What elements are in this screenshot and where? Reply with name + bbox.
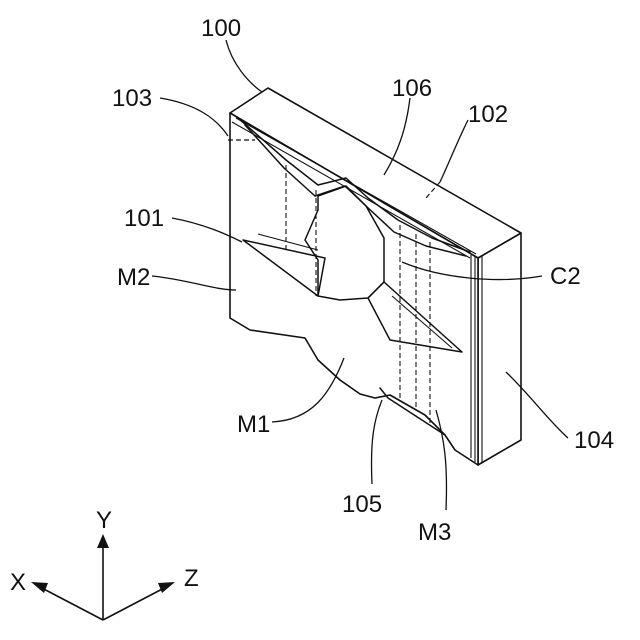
axis-y-arrowhead [97,534,109,548]
label-101: 101 [124,205,164,232]
axis-z-arrowhead [158,582,175,593]
label-c2: C2 [550,263,581,290]
label-104: 104 [574,427,614,454]
device-drawing [230,88,521,465]
leader-105 [371,400,382,484]
label-102: 102 [468,101,508,128]
label-m3: M3 [418,519,451,546]
label-100: 100 [201,15,241,42]
leader-103 [160,98,228,136]
leader-100 [226,40,262,92]
side-face-104 [478,233,521,465]
axis-x-line [38,586,103,620]
axis-z-line [103,586,168,620]
label-105: 105 [342,491,382,518]
axis-z-label: Z [184,565,199,592]
axis-x-arrowhead [31,582,48,593]
axis-x-label: X [10,569,26,596]
label-106: 106 [392,75,432,102]
leader-102 [440,120,468,182]
label-m2: M2 [117,264,150,291]
axis-y-label: Y [96,507,112,534]
leader-m2 [152,276,236,290]
label-m1: M1 [237,411,270,438]
coordinate-axes: Y X Z [10,507,199,620]
label-103: 103 [112,85,152,112]
